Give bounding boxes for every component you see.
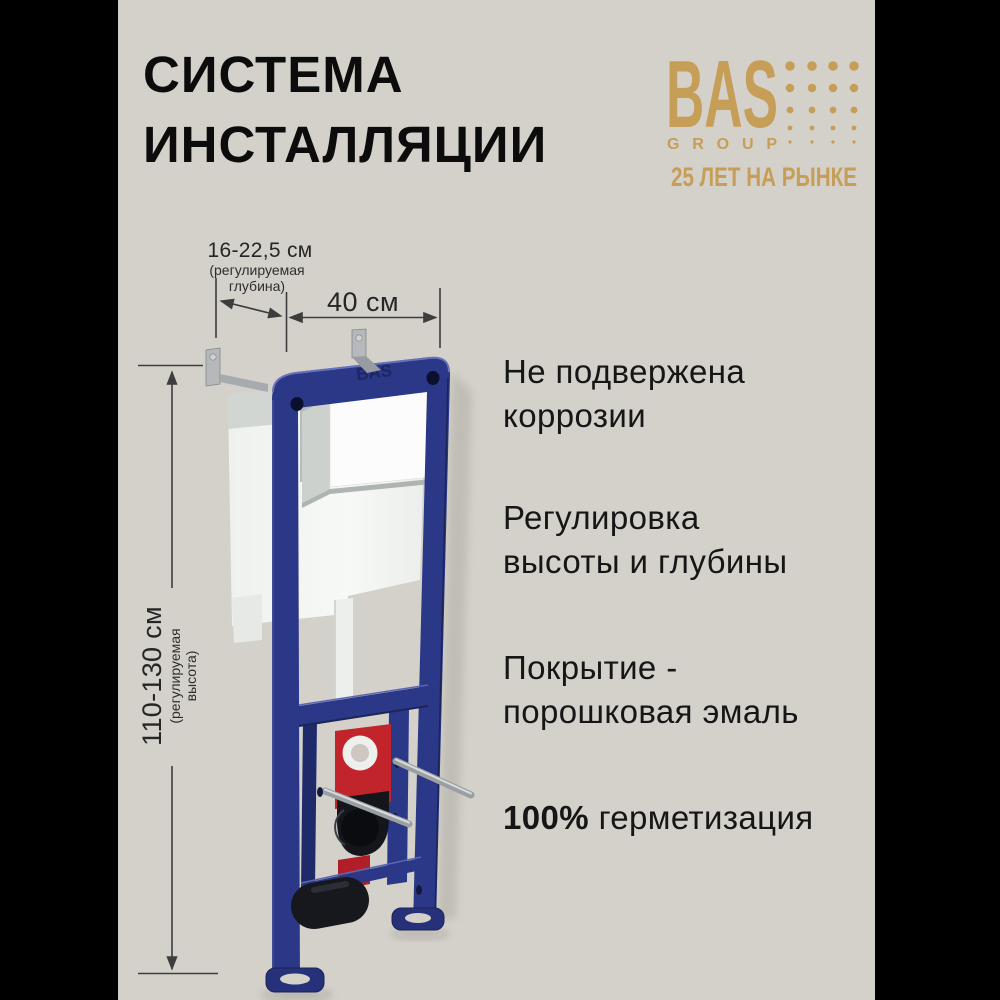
feature-adjustment: Регулировка высоты и глубины — [503, 496, 875, 584]
content-area: СИСТЕМА ИНСТАЛЛЯЦИИ BAS GROUP 25 ЛЕТ НА Р… — [118, 0, 875, 1000]
foot-shadow-right — [390, 930, 450, 938]
title-line-2: ИНСТАЛЛЯЦИИ — [143, 116, 548, 173]
rail-hole — [317, 787, 323, 797]
feature-text: герметизация — [589, 799, 814, 836]
frame-hole-right — [426, 371, 440, 385]
mounting-rods — [321, 757, 475, 828]
depth-note-line1: (регулируемая — [209, 262, 305, 278]
feature-bold: 100% — [503, 799, 590, 836]
group-label: GROUP — [667, 136, 777, 153]
brand-logo: BAS GROUP 25 ЛЕТ НА РЫНКЕ — [666, 50, 859, 192]
depth-arrow — [219, 298, 283, 319]
drain-elbow — [334, 791, 389, 856]
feature-sealing: 100% герметизация — [503, 796, 875, 840]
mounting-rod-lower — [321, 787, 413, 828]
mounting-rod-upper — [392, 757, 475, 799]
depth-dimension-label: 16-22,5 см — [207, 239, 313, 262]
feature-corrosion: Не подвержена коррозии — [503, 350, 875, 438]
foot-right — [391, 885, 445, 931]
flush-pipe — [334, 598, 353, 710]
wall-bracket-left — [205, 347, 268, 392]
title-line-1: СИСТЕМА — [143, 46, 404, 103]
logo-tagline: 25 ЛЕТ НА РЫНКЕ — [671, 162, 857, 192]
inner-rails — [301, 707, 409, 890]
logo-dots-pattern — [785, 61, 859, 144]
feature-text: Регулировка высоты и глубины — [503, 499, 788, 580]
left-black-bar — [0, 0, 118, 1000]
feature-coating: Покрытие - порошковая эмаль — [503, 646, 875, 734]
dimension-lines — [138, 278, 441, 975]
bas-wordmark: BAS — [666, 50, 778, 148]
wall-bracket-center — [351, 328, 381, 373]
frame-hole-left — [290, 397, 304, 411]
flush-plate-box — [302, 387, 433, 508]
right-black-bar — [875, 0, 1000, 1000]
feature-text: Покрытие - порошковая эмаль — [503, 649, 799, 730]
feature-text: Не подвержена коррозии — [503, 353, 746, 434]
feature-list: Не подвержена коррозии Регулировка высот… — [503, 0, 875, 1000]
depth-note-line2: глубина) — [228, 278, 286, 294]
foot-left — [265, 967, 325, 993]
page-title: СИСТЕМА ИНСТАЛЛЯЦИИ — [143, 40, 547, 180]
outlet-pipe — [291, 877, 369, 929]
crossbar-mid — [298, 684, 429, 727]
product-illustration: BAS — [138, 278, 475, 1000]
